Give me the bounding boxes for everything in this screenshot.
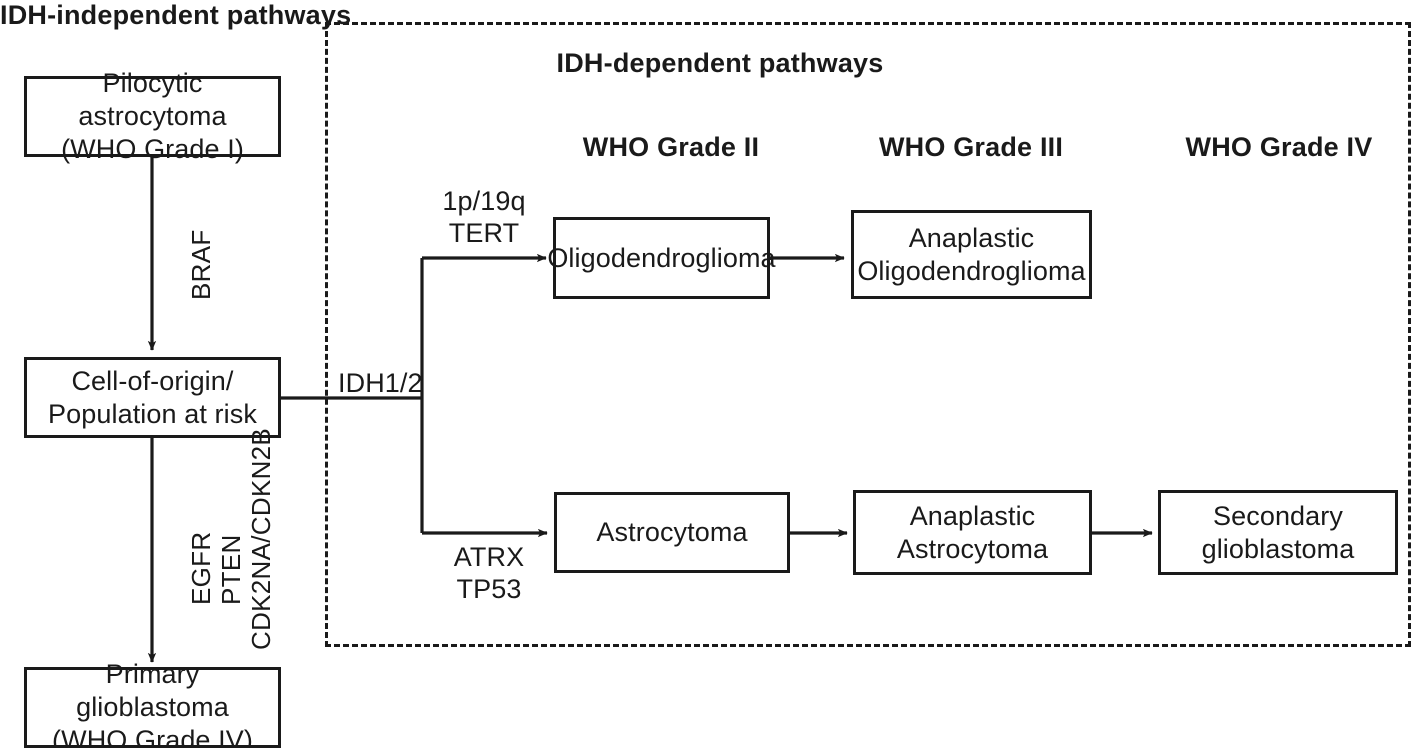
node-cell-of-origin[interactable]: Cell-of-origin/ Population at risk	[24, 357, 281, 438]
grade-header-iv: WHO Grade IV	[1185, 132, 1373, 162]
section-title-idh-dependent: IDH-dependent pathways	[556, 48, 884, 78]
edge-label-egfr: EGFR	[186, 531, 216, 605]
edge-label-pten: PTEN	[216, 534, 246, 605]
node-oligodendroglioma[interactable]: Oligodendroglioma	[547, 217, 776, 299]
grade-header-ii: WHO Grade II	[582, 132, 760, 162]
edge-label-astro-markers: ATRX TP53	[453, 542, 525, 605]
grade-header-iii: WHO Grade III	[878, 132, 1064, 162]
node-astrocytoma[interactable]: Astrocytoma	[554, 492, 790, 573]
node-anaplastic-astrocytoma[interactable]: Anaplastic Astrocytoma	[853, 490, 1092, 575]
node-secondary-glioblastoma[interactable]: Secondary glioblastoma	[1158, 490, 1398, 575]
edge-label-braf: BRAF	[186, 229, 216, 300]
node-pilocytic-astrocytoma[interactable]: Pilocytic astrocytoma (WHO Grade I)	[24, 68, 281, 164]
edge-label-oligo-markers: 1p/19q TERT	[442, 186, 526, 249]
edge-label-idh12: IDH1/2	[338, 368, 423, 398]
section-title-idh-independent: IDH-independent pathways	[0, 0, 352, 30]
node-anaplastic-oligodendroglioma[interactable]: Anaplastic Oligodendroglioma	[851, 210, 1092, 299]
node-primary-glioblastoma[interactable]: Primary glioblastoma (WHO Grade IV)	[24, 659, 281, 748]
edge-label-cdkn2a-cdkn2b: CDK2NA/CDKN2B	[246, 427, 276, 650]
idh-dependent-region	[325, 22, 1411, 647]
